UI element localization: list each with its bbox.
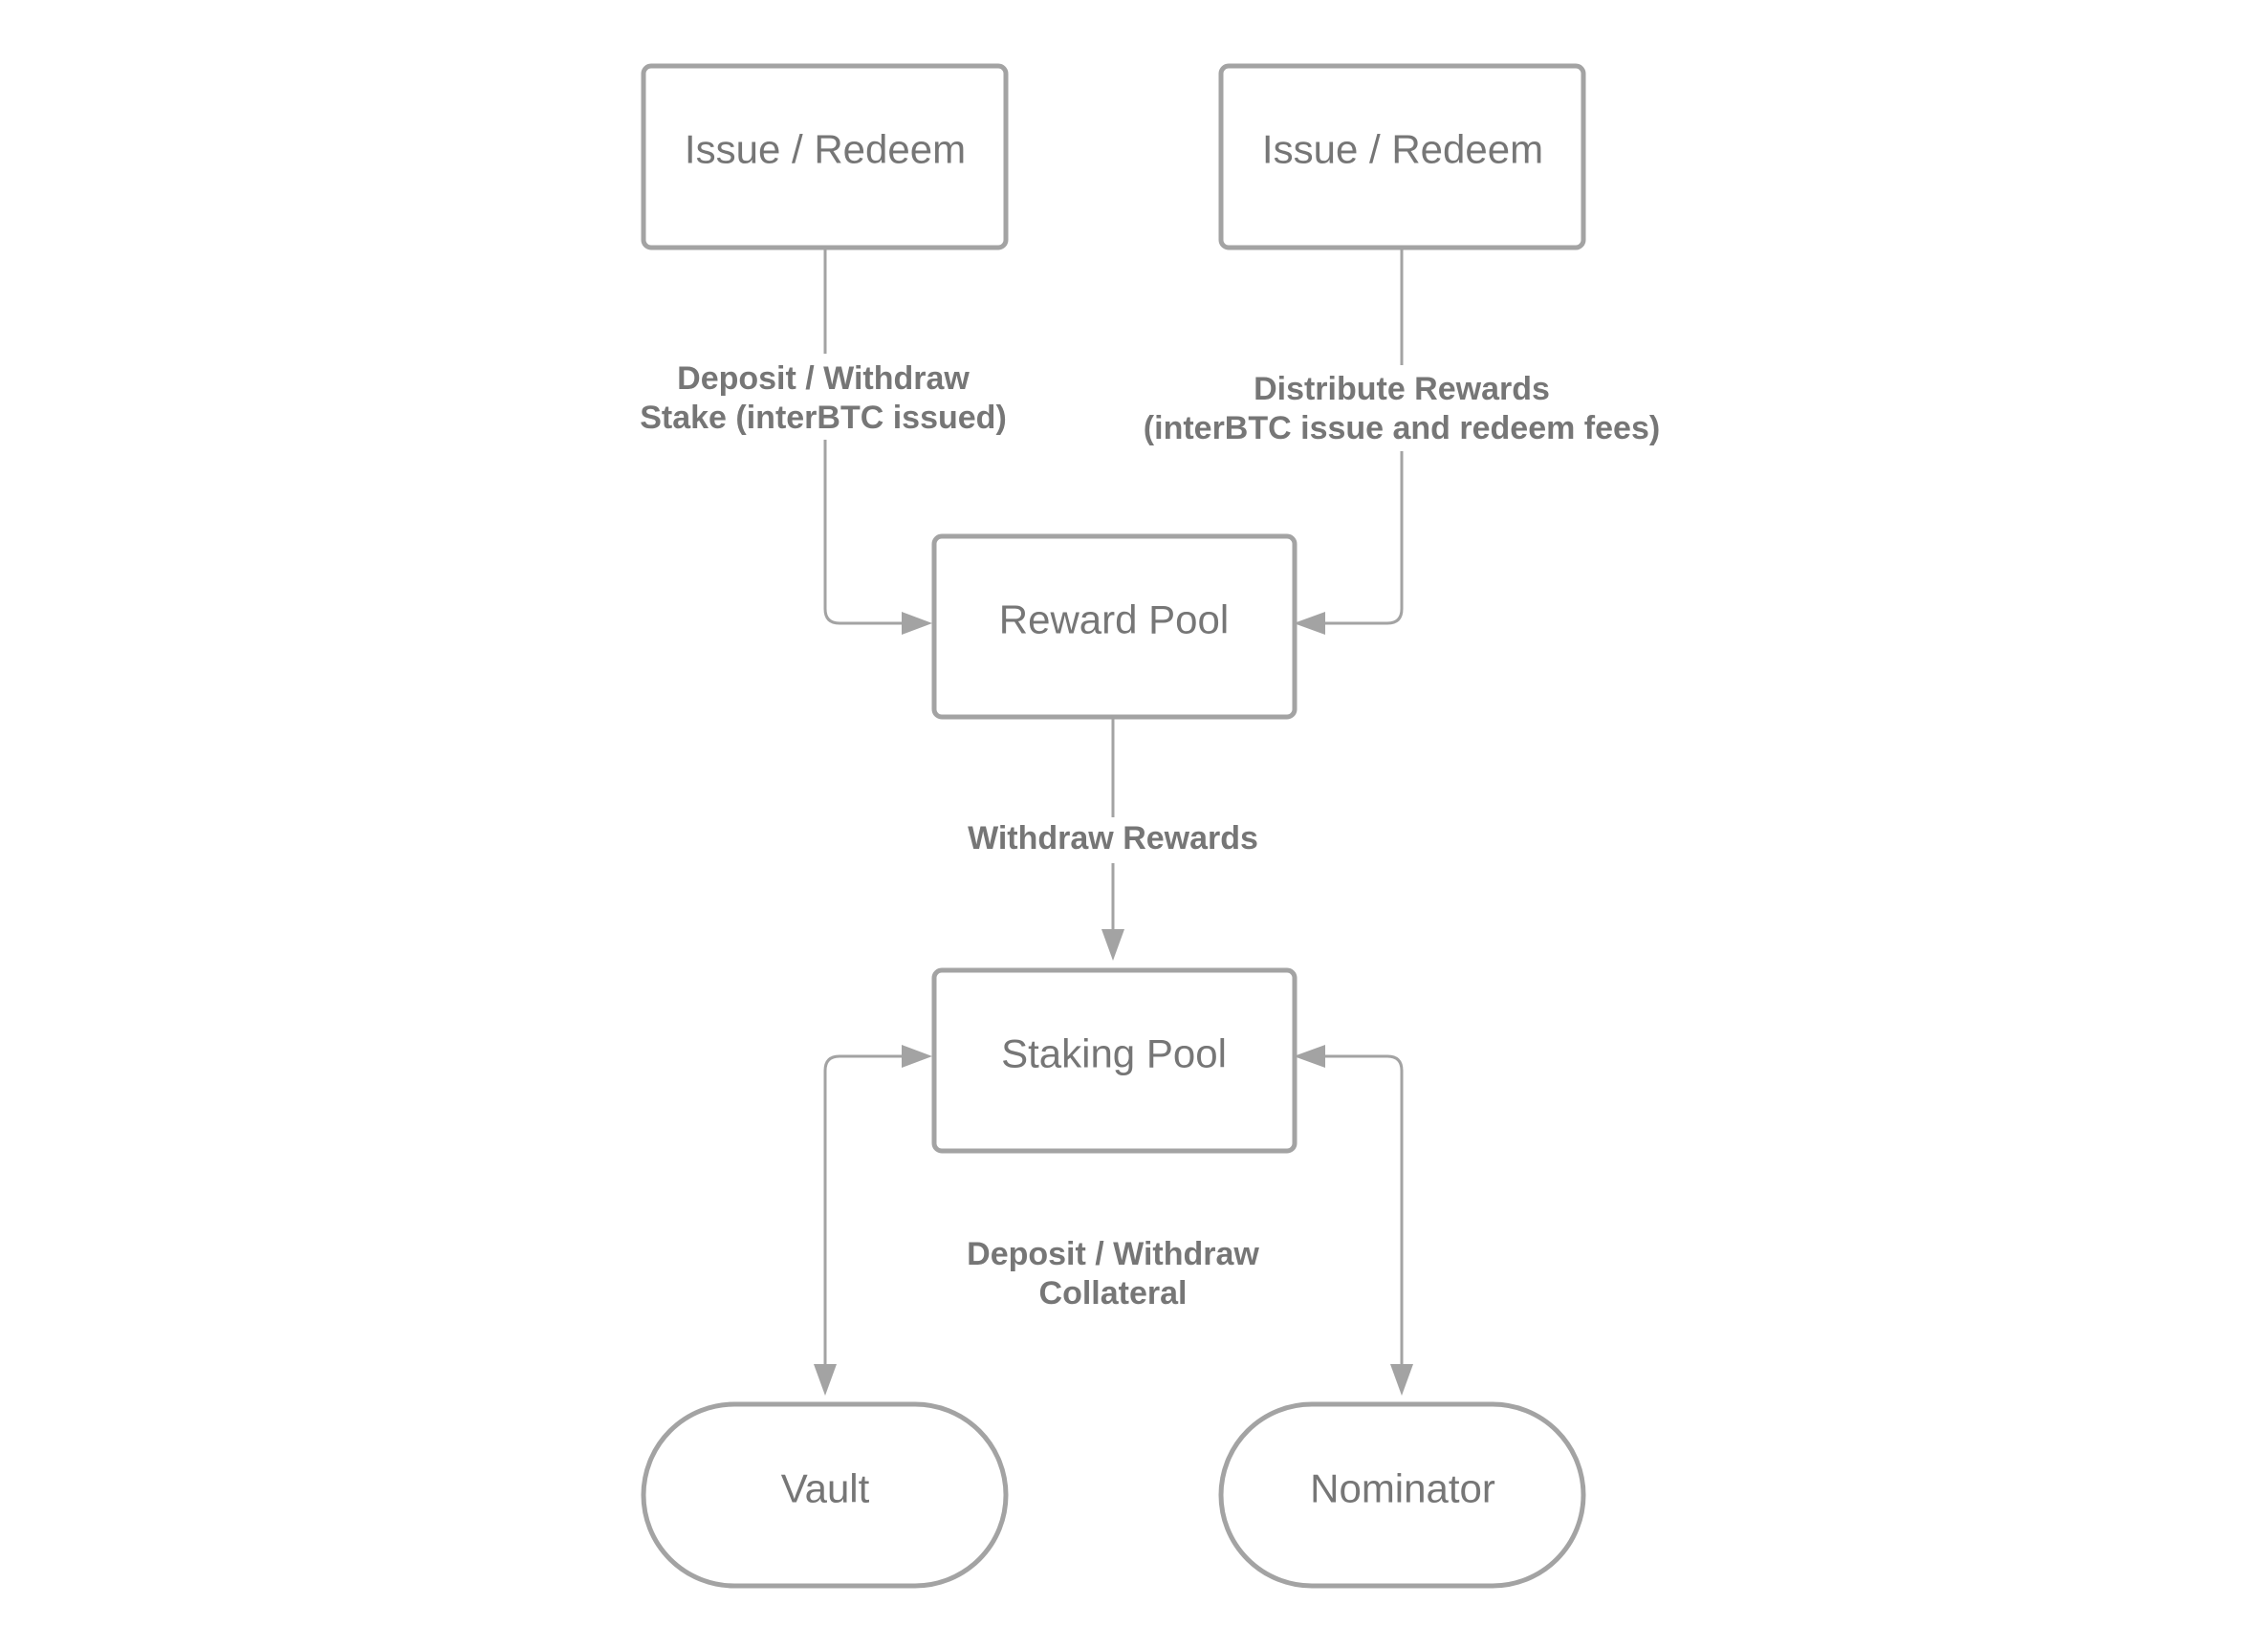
node-staking-pool-label: Staking Pool	[1001, 1031, 1227, 1076]
arrow-to-staking-pool-left	[902, 1045, 932, 1068]
arrow-to-reward-pool-right	[1294, 612, 1325, 635]
arrow-to-reward-pool-left	[902, 612, 932, 635]
label-deposit-stake-line2: Stake (interBTC issued)	[640, 400, 1007, 436]
arrow-to-staking-pool	[1101, 929, 1124, 961]
label-distribute-rewards-line2: (interBTC issue and redeem fees)	[1144, 410, 1660, 446]
label-deposit-collateral-line2: Collateral	[1039, 1275, 1188, 1312]
label-withdraw-rewards: Withdraw Rewards	[960, 817, 1266, 863]
label-deposit-collateral: Deposit / Withdraw Collateral	[967, 1236, 1259, 1312]
edge-staking-nominator	[1294, 1045, 1413, 1396]
node-issue-redeem-left: Issue / Redeem	[641, 63, 1009, 250]
label-deposit-collateral-line1: Deposit / Withdraw	[967, 1236, 1259, 1272]
node-vault: Vault	[641, 1401, 1009, 1589]
node-vault-label: Vault	[781, 1466, 870, 1511]
arrow-to-staking-pool-right	[1294, 1045, 1325, 1068]
label-deposit-stake-line1: Deposit / Withdraw	[677, 360, 970, 397]
arrow-to-nominator	[1390, 1364, 1413, 1396]
label-distribute-rewards-line1: Distribute Rewards	[1254, 371, 1550, 407]
node-issue-redeem-left-label: Issue / Redeem	[685, 127, 966, 172]
node-nominator: Nominator	[1218, 1401, 1586, 1589]
node-reward-pool-label: Reward Pool	[999, 597, 1229, 642]
arrow-to-vault	[814, 1364, 837, 1396]
node-reward-pool: Reward Pool	[931, 533, 1298, 720]
label-distribute-rewards: Distribute Rewards (interBTC issue and r…	[1138, 365, 1666, 451]
label-withdraw-rewards-line1: Withdraw Rewards	[968, 820, 1258, 856]
node-nominator-label: Nominator	[1310, 1466, 1495, 1511]
node-issue-redeem-right: Issue / Redeem	[1218, 63, 1586, 250]
edge-staking-vault	[814, 1045, 932, 1396]
label-deposit-stake: Deposit / Withdraw Stake (interBTC issue…	[631, 354, 1019, 440]
edge-distribute-rewards	[1294, 249, 1404, 635]
node-issue-redeem-right-label: Issue / Redeem	[1262, 127, 1543, 172]
node-staking-pool: Staking Pool	[931, 967, 1298, 1154]
edge-deposit-stake	[823, 249, 932, 635]
